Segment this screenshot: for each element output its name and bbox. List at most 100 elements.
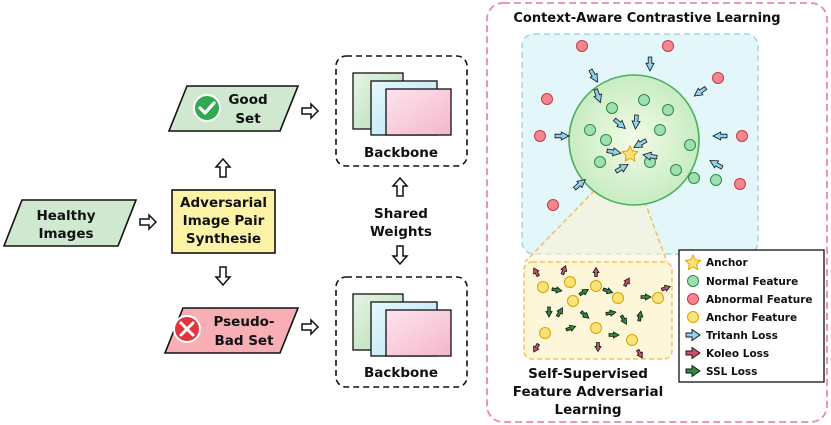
ssl-loss-arrow: [579, 310, 590, 319]
legend-label-normal: Normal Feature: [706, 276, 798, 288]
tritanh-loss-arrow-icon: [685, 328, 701, 342]
backbone-top-label: Backbone: [364, 145, 438, 161]
normal-feature-dot: [662, 104, 674, 116]
koleo-loss-arrow: [533, 342, 540, 353]
koleo-loss-arrow: [623, 277, 630, 288]
legend-item-anchor-feature: Anchor Feature: [687, 311, 797, 324]
anchor-feature-dot: [652, 292, 664, 304]
backbone-bottom-frame: [335, 276, 468, 388]
good-set-label-2: Set: [235, 111, 261, 127]
tritanh-loss-arrow: [593, 88, 603, 104]
legend-item-normal: Normal Feature: [687, 275, 798, 288]
normal-feature-dot: [600, 134, 612, 146]
koleo-loss-arrow-icon: [685, 346, 701, 360]
koleo-loss-arrow: [636, 348, 643, 359]
ssl-loss-arrow: [619, 314, 627, 326]
ssl-loss-arrow: [640, 293, 652, 301]
backbone-bottom-label: Backbone: [364, 365, 438, 381]
arrow-right-icon: [139, 213, 158, 231]
ssl-loss-arrow: [565, 324, 577, 332]
synthesis-box: [171, 189, 276, 254]
koleo-loss-arrow: [533, 267, 540, 278]
anchor-feature-icon: [687, 311, 699, 323]
backbone-bottom: Backbone: [335, 276, 468, 388]
ssl-title-3: Learning: [554, 402, 621, 418]
legend-item-abnormal: Abnormal Feature: [687, 293, 813, 306]
ssl-marks: [533, 265, 671, 359]
anchor-feature-dot: [564, 276, 576, 288]
synthesis-label-1: Adversarial: [180, 195, 267, 211]
tritanh-loss-arrow: [693, 85, 708, 97]
koleo-loss-arrow: [594, 342, 602, 353]
normal-feature-dot: [638, 94, 650, 106]
arrow-up-icon: [214, 157, 232, 178]
anchor-feature-dot: [567, 295, 579, 307]
check-circle-icon: [193, 94, 221, 122]
arrow-down-icon: [214, 266, 232, 287]
tritanh-loss-arrow: [631, 114, 641, 130]
normal-feature-dot: [710, 174, 722, 186]
ssl-title-2: Feature Adversarial: [513, 384, 663, 400]
bad-set-label-1: Pseudo-: [213, 314, 274, 330]
anchor-feature-dot: [612, 292, 624, 304]
anchor-feature-dot: [590, 280, 602, 292]
arrow-right-icon: [301, 318, 320, 336]
legend-label-tritanh: Tritanh Loss: [706, 330, 778, 342]
backbone-top: Backbone: [335, 55, 468, 167]
backbone-top-frame: [335, 55, 468, 167]
ssl-loss-arrow: [605, 309, 617, 317]
right-panel-frame: [486, 2, 828, 423]
ssl-loss-arrow-icon: [685, 364, 701, 378]
normal-feature-dot: [584, 124, 596, 136]
tritanh-loss-arrow: [642, 151, 658, 161]
anchor-feature-dot: [590, 322, 602, 334]
ssl-title-1: Self-Supervised: [528, 366, 648, 382]
tritanh-loss-arrow: [712, 131, 728, 141]
anchor-feature-dot: [537, 281, 549, 293]
arrow-up-icon: [391, 176, 409, 197]
koleo-loss-arrow: [592, 266, 600, 277]
normal-feature-icon: [687, 275, 699, 287]
abnormal-feature-icon: [687, 293, 699, 305]
abnormal-feature-dot: [547, 199, 559, 211]
tritanh-loss-arrow: [572, 178, 587, 191]
tritanh-loss-arrow: [633, 138, 648, 148]
legend-label-ssl: SSL Loss: [706, 366, 757, 378]
star-icon: [621, 144, 639, 162]
tritanh-loss-arrow: [614, 164, 629, 174]
legend-label-anchor: Anchor: [706, 257, 749, 269]
tritanh-loss-arrow: [645, 56, 655, 72]
legend-item-koleo: Koleo Loss: [685, 346, 769, 360]
healthy-images-label-1: Healthy: [36, 208, 95, 224]
tritanh-loss-arrow: [612, 117, 627, 130]
bad-set-shape: [163, 307, 300, 354]
ssl-loss-arrow: [555, 306, 563, 318]
adversarial-synthesis-node: Adversarial Image Pair Synthesie: [171, 189, 276, 254]
shared-weights-label-1: Shared: [374, 206, 428, 222]
shared-weights-label-2: Weights: [370, 224, 432, 240]
healthy-images-node: Healthy Images: [2, 199, 138, 247]
synthesis-label-3: Synthesie: [186, 231, 261, 247]
tritanh-loss-arrow: [606, 147, 622, 157]
anchor-feature-dot: [626, 334, 638, 346]
tritanh-loss-arrow: [588, 68, 598, 83]
normal-feature-dot: [654, 124, 666, 136]
tritanh-loss-arrow: [554, 131, 570, 141]
abnormal-feature-dot: [534, 130, 546, 142]
context-marks: [534, 40, 748, 211]
anchor-feature-dot: [539, 327, 551, 339]
healthy-images-shape: [2, 199, 138, 247]
abnormal-feature-dot: [734, 178, 746, 190]
normal-feature-dot: [688, 172, 700, 184]
ssl-loss-arrow: [545, 306, 553, 318]
abnormal-feature-dot: [662, 40, 674, 52]
normal-feature-dot: [684, 139, 696, 151]
legend-item-ssl: SSL Loss: [685, 364, 757, 378]
healthy-images-label-2: Images: [38, 226, 93, 242]
x-circle-icon: [173, 315, 201, 343]
normal-feature-dot: [606, 102, 618, 114]
arrow-right-icon: [301, 102, 320, 120]
context-panel-title: Context-Aware Contrastive Learning: [513, 11, 780, 26]
legend-item-anchor: Anchor: [684, 253, 749, 271]
synthesis-label-2: Image Pair: [183, 213, 265, 229]
